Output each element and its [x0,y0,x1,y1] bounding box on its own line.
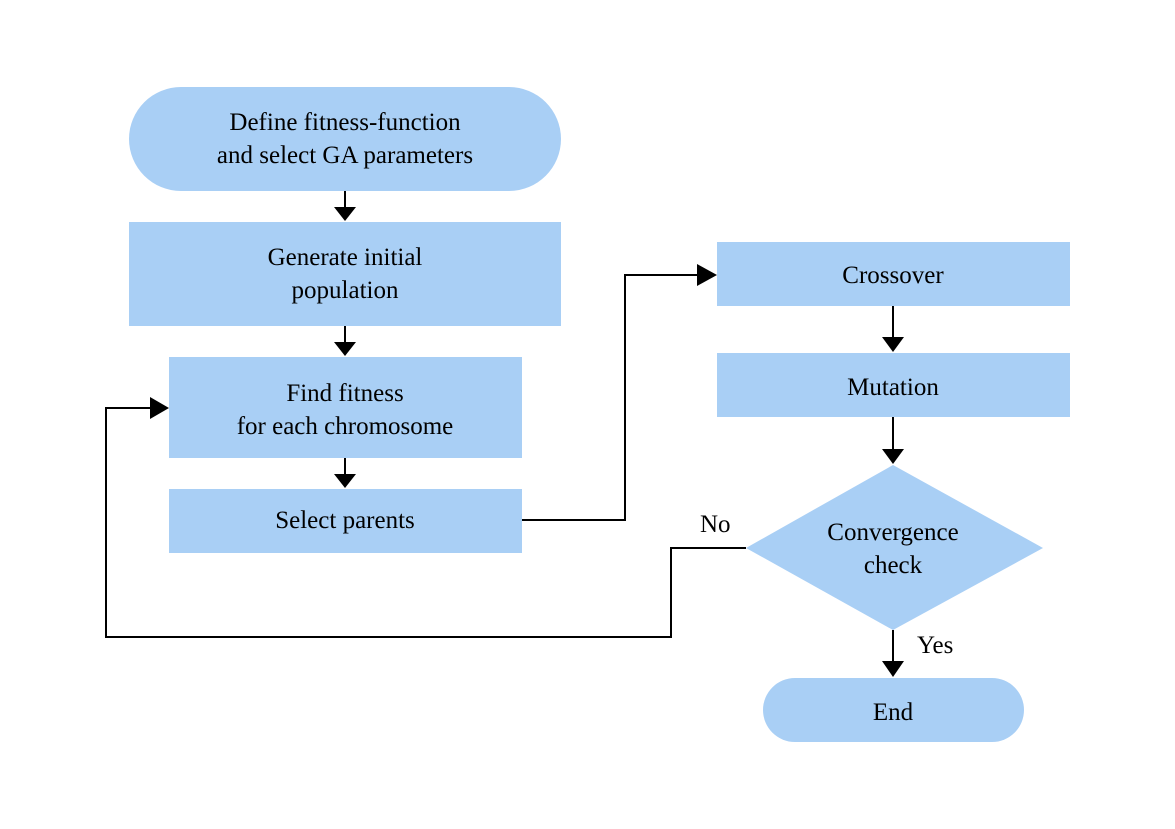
node-generate-population: Generate initial population [129,222,561,326]
terminal-end-shape [763,678,1024,742]
decision-diamond-shape [746,465,1043,630]
node-convergence-check: Convergence check [746,465,1043,630]
node-crossover: Crossover [717,242,1070,306]
node-end: End [763,678,1024,742]
node-select-parents: Select parents [169,489,522,553]
define-node-line-2: and select GA parameters [217,142,473,169]
edge-label-yes: Yes [917,632,953,659]
fitness-node-line-2: for each chromosome [237,413,454,440]
terminal-start-shape [129,87,561,191]
process-select-shape [169,489,522,553]
node-define-fitness-function: Define fitness-function and select GA pa… [129,87,561,191]
node-find-fitness: Find fitness for each chromosome [169,357,522,458]
arrowhead-fitness [334,342,356,356]
select-node-label: Select parents [275,507,415,534]
mutation-node-label: Mutation [847,374,939,401]
arrowhead-convergence [882,449,904,464]
end-node-label: End [873,699,914,726]
node-mutation: Mutation [717,353,1070,417]
convergence-node-line-2: check [864,552,923,579]
arrowhead-fitness-loop [150,397,169,419]
arrow-select-to-crossover [522,274,700,521]
generate-node-line-2: population [292,277,399,304]
generate-node-line-1: Generate initial [268,244,423,271]
process-crossover-shape [717,242,1070,306]
arrowhead-generate [334,207,356,221]
process-mutation-shape [717,353,1070,417]
process-fitness-shape [169,357,522,458]
arrowhead-select [334,474,356,488]
arrowhead-end [882,661,904,677]
arrowhead-crossover [697,264,717,286]
crossover-node-label: Crossover [842,262,944,289]
convergence-node-line-1: Convergence [827,519,958,546]
process-generate-shape [129,222,561,326]
arrow-no-loop-to-fitness [105,407,746,638]
connectors [105,191,904,677]
define-node-line-1: Define fitness-function [229,109,461,136]
fitness-node-line-1: Find fitness [286,380,403,407]
arrowhead-mutation [882,337,904,352]
edge-label-no: No [700,511,731,538]
